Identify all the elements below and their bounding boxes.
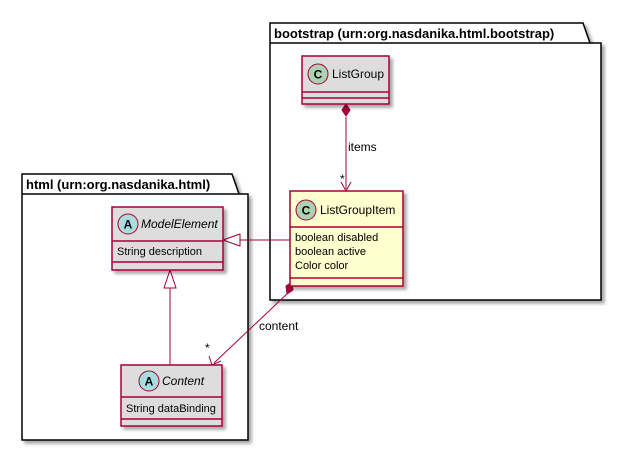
edge-items-composition: items * [340, 103, 377, 193]
multiplicity-label: * [205, 341, 210, 355]
class-listgroup[interactable]: C ListGroup [301, 55, 390, 105]
edge-label: content [259, 319, 299, 333]
composition-diamond-icon [341, 103, 351, 117]
class-modelelement[interactable]: A ModelElement String description [111, 206, 224, 271]
class-attribute: String dataBinding [126, 403, 216, 415]
abstract-stereotype-icon: A [138, 370, 160, 392]
class-listgroupitem[interactable]: C ListGroupItem boolean disabled boolean… [289, 190, 404, 287]
class-attribute: boolean active [295, 246, 366, 258]
edge-content-extends-modelelement [163, 268, 177, 365]
svg-text:C: C [302, 204, 311, 218]
class-attribute: String description [117, 246, 202, 258]
edge-label: items [348, 140, 377, 154]
class-stereotype-icon: C [307, 63, 329, 85]
svg-text:C: C [314, 68, 323, 82]
class-attribute: Color color [295, 260, 349, 272]
class-name: ListGroupItem [320, 203, 395, 217]
edge-listgroupitem-extends-modelelement [221, 233, 290, 247]
package-title: html (urn:org.nasdanika.html) [26, 177, 210, 192]
class-content[interactable]: A Content String dataBinding [120, 364, 223, 427]
abstract-stereotype-icon: A [117, 213, 139, 235]
generalization-arrow-icon [163, 268, 177, 289]
class-name: ModelElement [141, 217, 218, 231]
svg-text:A: A [124, 218, 133, 232]
svg-text:A: A [145, 375, 154, 389]
generalization-arrow-icon [221, 233, 241, 247]
edge-content-composition: content * [205, 281, 299, 366]
multiplicity-label: * [340, 172, 345, 186]
class-name: Content [162, 374, 205, 388]
class-attribute: boolean disabled [295, 232, 378, 244]
class-name: ListGroup [332, 67, 384, 81]
package-title: bootstrap (urn:org.nasdanika.html.bootst… [274, 26, 554, 41]
class-stereotype-icon: C [295, 199, 317, 221]
